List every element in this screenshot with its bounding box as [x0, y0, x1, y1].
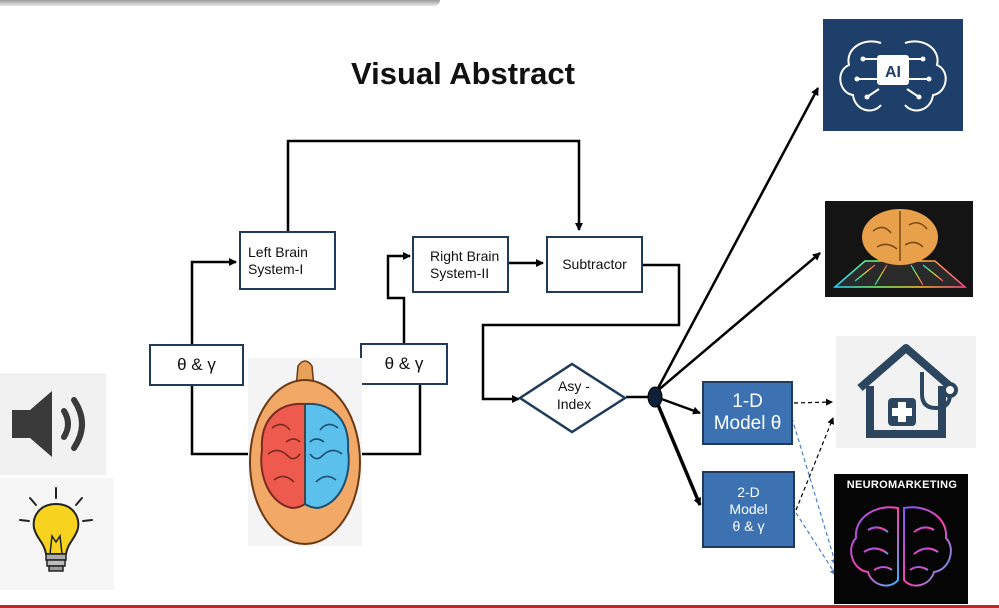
junction-node: [647, 386, 663, 408]
speaker-icon: [12, 391, 85, 457]
arrow-to-ai-image: [654, 87, 820, 393]
brain-on-chip-icon: [832, 209, 968, 288]
ai-chip-label: AI: [885, 64, 901, 81]
left-brain-line2: System-I: [248, 260, 304, 277]
line-brain-to-right-theta: [362, 385, 422, 456]
subtractor-box: Subtractor: [546, 236, 643, 293]
page-title: Visual Abstract: [351, 56, 575, 91]
neon-brain-icon: [850, 506, 952, 587]
theta-gamma-left-box: θ & γ: [149, 344, 244, 386]
lightbulb-image: [0, 478, 114, 590]
right-brain-system-box: Right Brain System-II: [412, 236, 509, 293]
brain-head-icon: [249, 360, 361, 545]
asy-index-diamond: [517, 362, 628, 434]
arrow-to-model-1d: [655, 395, 701, 415]
healthcare-image: [836, 336, 976, 448]
model-2d-line3: θ & γ: [732, 518, 765, 534]
dashed-2d-to-health: [795, 417, 835, 511]
house-stethoscope-icon: [857, 344, 958, 438]
line-brain-to-left-theta: [190, 385, 248, 456]
line-subtractor-to-asy: [481, 263, 681, 403]
model-1d-line2: Model θ: [713, 413, 782, 434]
speaker-image: [0, 373, 106, 475]
line-left-brain-to-subtractor: [286, 139, 583, 231]
dashed-1d-to-neuro: [791, 417, 838, 566]
brain-chip-image: [825, 201, 973, 297]
arrow-to-model-2d: [654, 399, 702, 506]
asy-index-line1: Asy -: [558, 378, 590, 394]
lightbulb-icon: [19, 487, 93, 572]
asy-index-line2: Index: [556, 396, 592, 412]
theta-gamma-right-label: θ & γ: [384, 354, 424, 373]
left-brain-system-box: Left Brain System-I: [239, 231, 336, 290]
line-right-theta-to-right-brain: [386, 252, 411, 343]
dashed-2d-to-neuro: [795, 512, 837, 576]
dashed-1d-to-health: [793, 398, 833, 406]
arrow-to-chip-image: [655, 252, 821, 393]
model-2d-line2: Model: [729, 501, 768, 517]
theta-gamma-right-box: θ & γ: [360, 343, 448, 385]
asy-index-label: Asy - Index: [542, 377, 606, 413]
ai-brain-circuit-icon: AI: [839, 40, 947, 112]
neuromarketing-label: NEUROMARKETING: [846, 479, 958, 491]
model-2d-box: 2-D Model θ & γ: [702, 471, 795, 548]
model-1d-line1: 1-D: [732, 391, 763, 412]
neuromarketing-image: [834, 474, 968, 604]
model-1d-box: 1-D Model θ: [702, 381, 793, 445]
subtractor-label: Subtractor: [562, 256, 627, 272]
bottom-accent-bar: [0, 605, 999, 608]
ai-circuit-brain-image: AI: [823, 19, 963, 131]
theta-gamma-left-label: θ & γ: [177, 355, 216, 374]
right-brain-line2: System-II: [430, 264, 490, 281]
brain-illustration: [248, 358, 362, 546]
top-shadow-bar: [0, 0, 440, 6]
line-left-theta-to-left-brain: [190, 258, 237, 344]
model-2d-line1: 2-D: [737, 484, 760, 500]
left-brain-line1: Left Brain: [248, 243, 308, 260]
right-brain-line1: Right Brain: [430, 247, 500, 264]
